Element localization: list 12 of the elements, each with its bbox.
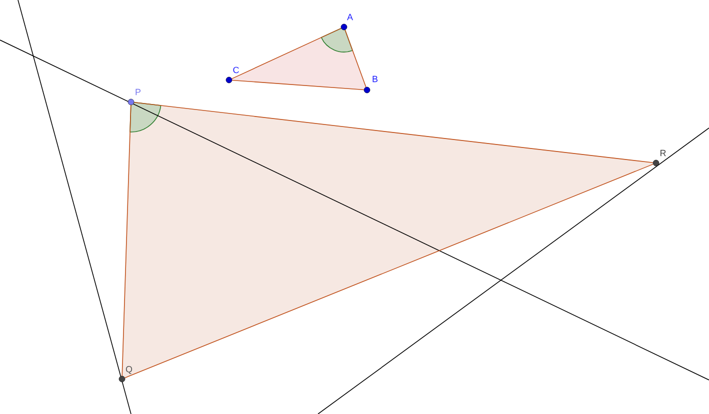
point-label: C [233,66,239,74]
point-label: Q [126,366,132,374]
triangle-side [134,102,654,164]
triangle-side [231,28,342,80]
point-label: A [347,14,353,20]
triangle-side [122,104,132,376]
triangle-side [344,30,366,88]
point-label: P [136,88,141,96]
triangle-side [232,80,364,90]
point-label: B [372,76,378,82]
point-label: R [660,150,666,156]
triangle-side [124,164,654,378]
